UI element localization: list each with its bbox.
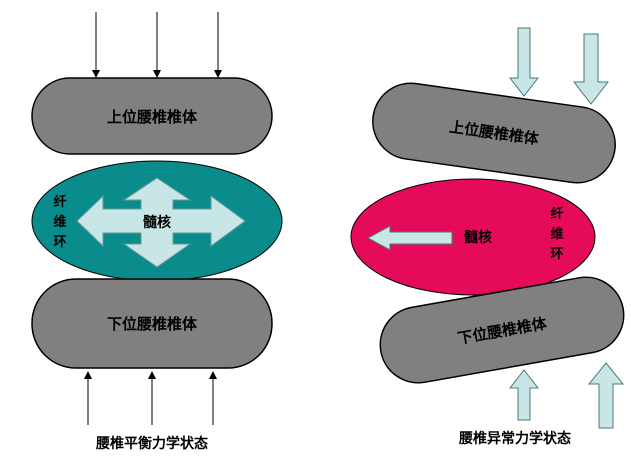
nucleus-label: 髓核: [143, 214, 171, 231]
pressure-arrows-icon: [76, 177, 246, 268]
annulus-label: 纤 维 环: [53, 194, 66, 250]
bottom-pressure-arrow-large: [587, 362, 625, 429]
lower-vertebra-abnormal: [379, 276, 625, 384]
upper-vertebra-normal: [31, 77, 273, 155]
abnormal-caption: 腰椎异常力学状态: [458, 430, 571, 447]
nucleus-shift-arrow-icon: [366, 225, 453, 251]
svg-text:维: 维: [550, 226, 563, 242]
upper-vertebra-abnormal: [372, 82, 616, 184]
top-pressure-arrow-large: [572, 33, 610, 105]
svg-text:环: 环: [53, 235, 66, 250]
abnormal-state-panel: 上位腰椎椎体 髓核 纤 维 环 下位腰椎椎体 腰椎异常力学状态: [350, 27, 625, 447]
lower-vertebra-label: 下位腰椎椎体: [107, 315, 198, 333]
normal-caption: 腰椎平衡力学状态: [95, 435, 208, 452]
svg-text:维: 维: [53, 214, 66, 230]
top-pressure-arrow-small: [508, 27, 540, 97]
bottom-force-lines: [84, 371, 217, 425]
svg-text:纤: 纤: [550, 206, 563, 222]
nucleus-label-abnormal: 髓核: [464, 229, 492, 246]
lower-vertebra-normal: [31, 278, 273, 369]
annulus-label-abnormal: 纤 维 环: [550, 206, 563, 262]
bottom-pressure-arrow-small: [508, 369, 540, 421]
upper-vertebra-label: 上位腰椎椎体: [107, 108, 198, 126]
normal-state-panel: 上位腰椎椎体 髓核 纤 维 环 下位腰椎椎体 腰椎平衡力学状态: [31, 12, 283, 452]
svg-text:纤: 纤: [53, 194, 66, 210]
svg-text:环: 环: [550, 247, 563, 262]
disc-abnormal: [350, 178, 596, 296]
top-force-lines: [92, 12, 222, 78]
